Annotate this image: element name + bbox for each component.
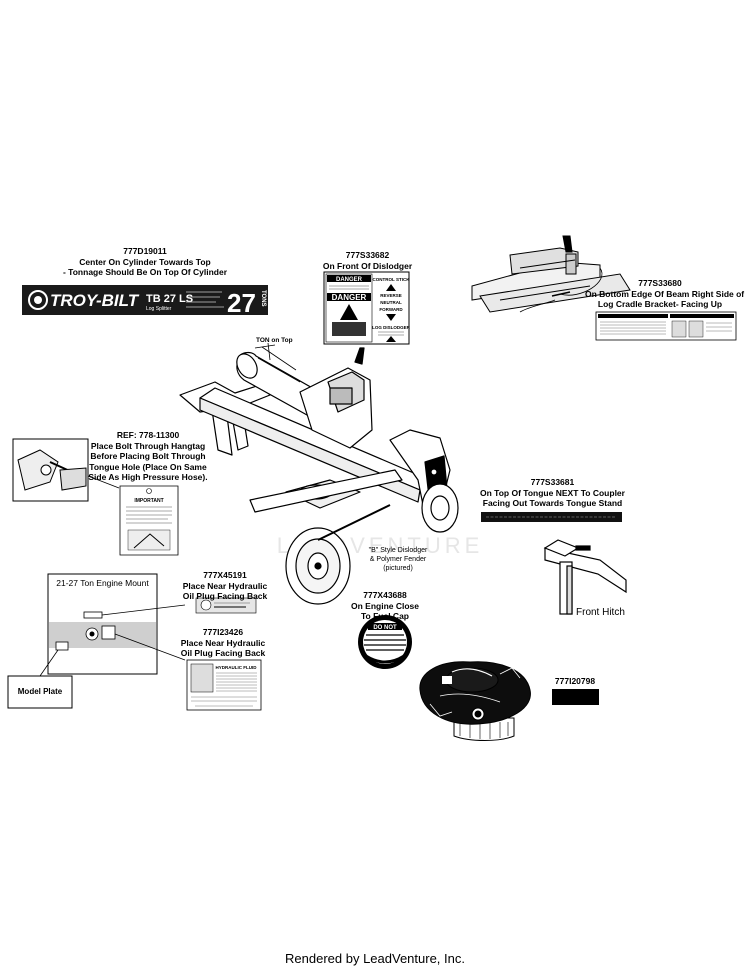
- danger-small: DANGER: [336, 277, 363, 283]
- ton-on-top-label: TON on Top: [256, 337, 293, 344]
- fuel-cap-line-1: On Engine Close: [350, 600, 419, 611]
- front-hitch-label: Front Hitch: [576, 607, 625, 618]
- dislodger-note: "B" Style Dislodger & Polymer Fender (pi…: [358, 546, 438, 573]
- log-splitter-illustration: [179, 346, 459, 605]
- beam-line-1: On Bottom Edge Of Beam Right Side of: [585, 288, 745, 299]
- dislodger-note-line-3: (pictured): [383, 565, 413, 572]
- hydraulic-fluid-title: HYDRAULIC FLUID: [216, 665, 258, 670]
- hangtag-card[interactable]: IMPORTANT: [119, 485, 179, 556]
- part-778-11300: REF: 778-11300: [116, 430, 180, 440]
- model-plate-label: Model Plate: [17, 687, 63, 696]
- tons-number: 27: [227, 288, 256, 318]
- part-777S33681: 777S33681: [530, 477, 575, 487]
- reverse-label: REVERSE: [380, 293, 402, 298]
- model-text: TB 27 LS: [146, 293, 193, 305]
- part-777S33680: 777S33680: [638, 278, 682, 288]
- tb27-decal[interactable]: TROY-BILT TB 27 LS Log Splitter 27 TONS: [22, 285, 268, 318]
- part-777X43688: 777X43688: [363, 590, 407, 600]
- callout-dislodger: 777S33682 On Front Of Dislodger: [310, 250, 425, 271]
- hydraulic-fluid-decal[interactable]: HYDRAULIC FLUID: [186, 659, 262, 711]
- forward-label: FORWARD: [379, 307, 403, 312]
- fuel-cap-line-2: To Fuel Cap: [360, 611, 409, 621]
- engine-mount-title: 21-27 Ton Engine Mount: [56, 578, 149, 588]
- callout-engine: 777I20798: [545, 676, 605, 687]
- oil-plug-2-line-2: Oil Plug Facing Back: [180, 648, 266, 658]
- engine-illustration: [419, 661, 531, 741]
- callout-fuel-cap: 777X43688 On Engine Close To Fuel Cap: [335, 590, 435, 622]
- callout-oil-plug-1: 777X45191 Place Near Hydraulic Oil Plug …: [170, 570, 280, 602]
- dislodger-note-line-1: "B" Style Dislodger: [368, 547, 428, 554]
- hangtag-inset: [12, 438, 120, 502]
- beam-inset: [462, 225, 740, 341]
- callout-tb-decal: 777D19011 Center On Cylinder Towards Top…: [40, 246, 250, 278]
- log-dislodger-label: LOG DISLODGER: [372, 325, 411, 330]
- footer-credit: Rendered by LeadVenture, Inc.: [285, 951, 465, 966]
- front-hitch-illustration: [543, 539, 627, 615]
- tons-unit: TONS: [260, 290, 266, 307]
- beam-line-2: Log Cradle Bracket- Facing Up: [597, 299, 723, 309]
- model-sub-text: Log Splitter: [146, 306, 172, 312]
- model-plate-box: [7, 675, 73, 709]
- hangtag-line-1: Place Bolt Through Hangtag: [90, 440, 206, 451]
- control-stick-label: CONTROL STICK: [373, 277, 411, 282]
- neutral-label: NEUTRAL: [380, 300, 402, 305]
- dislodger-decal[interactable]: DANGER DANGER CONTROL STICK REVERSE NEUT…: [323, 271, 411, 345]
- callout-oil-plug-2: 777I23426 Place Near Hydraulic Oil Plug …: [168, 627, 278, 659]
- part-777X45191: 777X45191: [203, 570, 247, 580]
- danger-large: DANGER: [332, 293, 367, 302]
- part-777S33682: 777S33682: [345, 250, 390, 260]
- beam-decal[interactable]: [595, 311, 737, 341]
- part-777I23426: 777I23426: [202, 627, 244, 637]
- tongue-decal[interactable]: [481, 512, 622, 522]
- hangtag-line-2: Before Placing Bolt Through: [90, 451, 206, 461]
- brand-text: TROY-BILT: [50, 291, 140, 310]
- dislodger-line-1: On Front Of Dislodger: [322, 260, 413, 271]
- tb-decal-line-2: - Tonnage Should Be On Top Of Cylinder: [62, 267, 227, 277]
- hangtag-line-3: Tongue Hole (Place On Same: [89, 461, 207, 472]
- oil-plug-1-line-1: Place Near Hydraulic: [182, 580, 268, 591]
- tb-decal-line-1: Center On Cylinder Towards Top: [79, 256, 211, 267]
- tongue-line-2: Facing Out Towards Tongue Stand: [482, 498, 623, 508]
- hangtag-line-4: Side As High Pressure Hose).: [88, 472, 208, 482]
- fuel-cap-decal[interactable]: DO NOT: [358, 615, 412, 669]
- engine-decal[interactable]: [552, 689, 599, 705]
- callout-tongue: 777S33681 On Top Of Tongue NEXT To Coupl…: [470, 477, 635, 509]
- tongue-line-1: On Top Of Tongue NEXT To Coupler: [480, 487, 625, 498]
- callout-hangtag: REF: 778-11300 Place Bolt Through Hangta…: [88, 430, 208, 483]
- oil-plug-1-line-2: Oil Plug Facing Back: [182, 591, 268, 601]
- engine-mount-box: [39, 573, 186, 677]
- oil-plug-2-line-1: Place Near Hydraulic: [180, 637, 266, 648]
- part-777I20798: 777I20798: [554, 676, 596, 686]
- do-not-text: DO NOT: [373, 625, 397, 631]
- oil-plug-decal-small[interactable]: [195, 597, 257, 614]
- callout-beam: 777S33680 On Bottom Edge Of Beam Right S…: [585, 278, 745, 310]
- part-777D19011: 777D19011: [123, 246, 167, 256]
- dislodger-note-line-2: & Polymer Fender: [369, 556, 427, 563]
- important-text: IMPORTANT: [134, 498, 163, 504]
